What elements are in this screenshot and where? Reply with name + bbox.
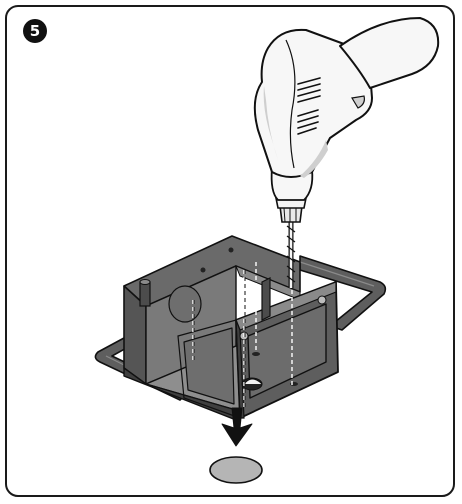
junction-box [123,235,339,421]
hand-drill-icon [253,17,440,288]
arrow-down-icon [221,407,253,447]
right-flange [299,255,387,331]
knockout-disc-icon [209,456,263,484]
step-number-badge: 5 [23,19,47,43]
